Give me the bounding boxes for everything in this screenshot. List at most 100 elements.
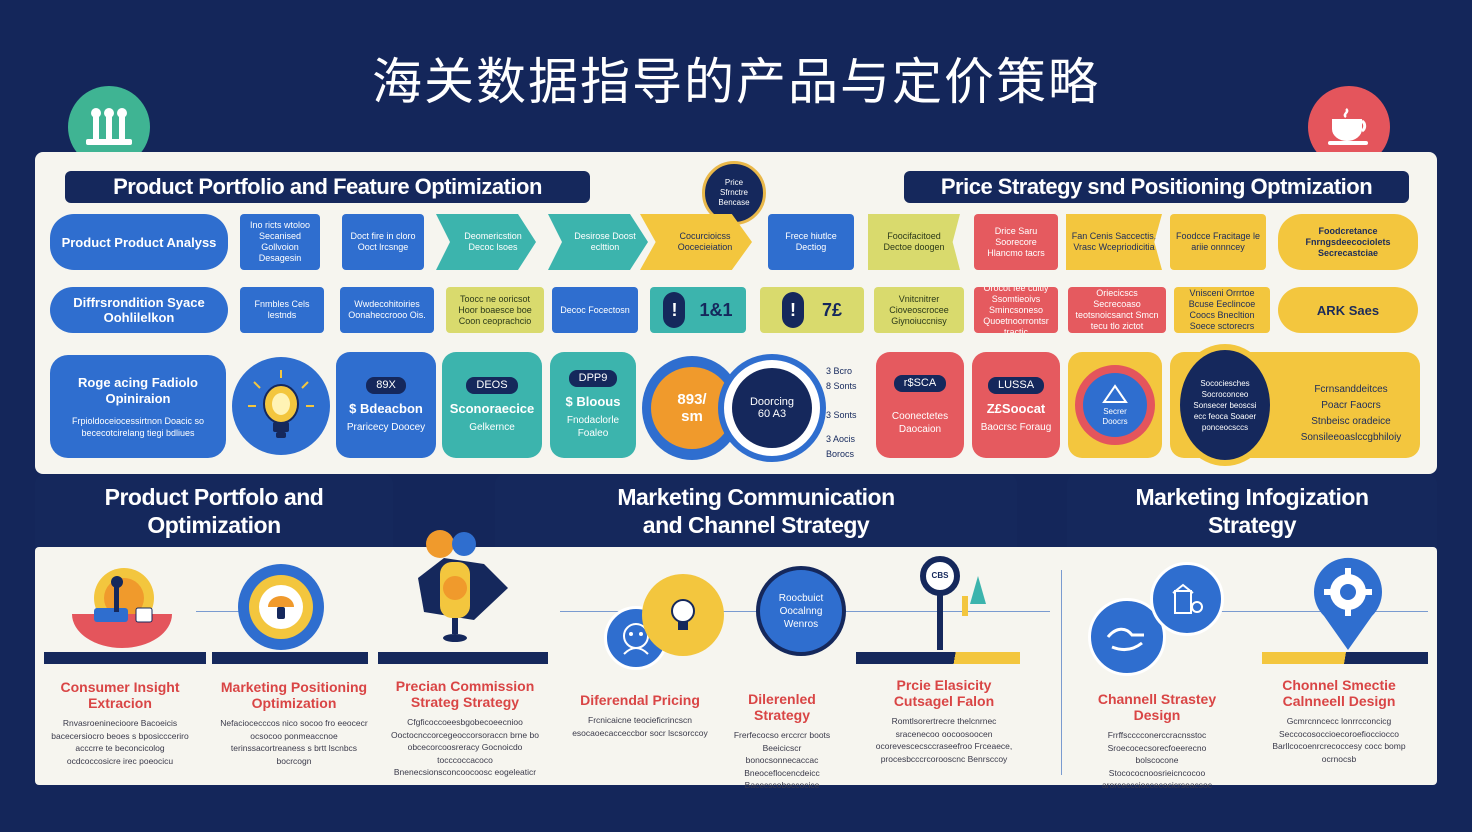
tile-r3-2-small: Gelkernce xyxy=(469,421,515,433)
dial-value: Doorcing 60 A3 xyxy=(749,396,795,420)
step-desc: Nefaciocecccos nico socoo fro eeocecr oc… xyxy=(220,718,368,766)
page-title: 海关数据指导的产品与定价策略 xyxy=(372,53,1100,111)
legend-item: Borocs xyxy=(826,449,855,459)
tile-r3-2-big: Sconoraecice xyxy=(449,400,535,416)
alert-icon: ! xyxy=(663,292,686,328)
range-pricing-title: Roge acing Fadiolo Opiniraion xyxy=(78,374,198,406)
magnifier-illustration: CBS xyxy=(916,556,996,652)
box-r1-2: Doct fire in cloro Ooct lrcsnge xyxy=(342,214,424,270)
legend-item: 3 Sonts xyxy=(826,410,857,420)
ring-text: Secrer Doocrs xyxy=(1102,406,1128,426)
step-desc: Rnvasroeninecioore Bacoeicis bacecersioc… xyxy=(51,718,189,766)
lightbulb-badge xyxy=(232,357,330,455)
box-r2-6-value: 7£ xyxy=(821,299,843,320)
arrow-r1-4: Desirose Doost eclttion xyxy=(548,214,648,270)
character-icon xyxy=(418,530,508,642)
step-commission: Precian Commission Strateg Strategy Cfgf… xyxy=(390,678,540,779)
legend-item: 3 Aocis xyxy=(826,434,856,444)
tile-r3-4-small: Coonectetes Daocaion xyxy=(891,410,949,435)
step-bar xyxy=(212,652,368,664)
step-consumer-insight: Consumer Insight Extracion Rnvasroeninec… xyxy=(50,679,190,767)
right-list-item: Sonsileeoaslccgbhiloiy xyxy=(1300,432,1402,443)
header-marketing-infogization: Marketing Infogization Strategy xyxy=(1067,475,1437,547)
header-marketing-communication: Marketing Communication and Channel Stra… xyxy=(495,475,1017,547)
commission-illustration xyxy=(404,528,514,646)
legend-item: 8 Sonts xyxy=(826,381,857,391)
alert-icon: ! xyxy=(781,292,804,328)
box-r1-6: Frece hiutlce Dectiog xyxy=(768,214,854,270)
pillars-icon xyxy=(86,108,132,145)
box-r2-4: Decoc Focectosn xyxy=(552,287,638,333)
pill-differentiation: Diffrsrondition Syace Oohlilelkon xyxy=(50,287,228,333)
insight-illustration xyxy=(66,562,176,654)
gauge-value: 893/ sm xyxy=(677,391,707,425)
tile-r3-3-small: Fnodaclorle Foaleo xyxy=(566,415,620,439)
right-list-item: Stnbeisc oradeice xyxy=(1311,416,1391,427)
tile-r3-4: r$SCA Coonectetes Daocaion xyxy=(876,352,964,458)
pill-range-pricing: Roge acing Fadiolo Opiniraion Frpioldoce… xyxy=(50,355,226,458)
tile-r3-1-big: $ Bdeacbon xyxy=(349,400,423,416)
tile-r3-1: 89X $ Bdeacbon Praricecy Doocey xyxy=(336,352,436,458)
step-bar xyxy=(44,652,206,664)
step-desc: Frcnicaicne teocieficrincscn esocaoecacc… xyxy=(572,715,708,738)
tile-r3-3-tag: DPP9 xyxy=(568,370,618,387)
building-icon xyxy=(1172,583,1203,614)
dial-legend: 3 Bcro 8 Sonts 3 Sonts 3 Aocis Borocs xyxy=(826,366,872,464)
step-title: Dilerenled Strategy xyxy=(748,691,816,723)
legend-item: 3 Bcro xyxy=(826,366,853,376)
pill-r2-right: ARK Saes xyxy=(1278,287,1418,333)
tile-r3-1-tag: 89X xyxy=(366,376,406,394)
right-list-item: Poacr Faocrs xyxy=(1321,400,1381,411)
pill-product-analysis: Product Product Analyss xyxy=(50,214,228,270)
header-product-portfolio: Product Portfolio and Feature Optimizati… xyxy=(65,171,590,203)
right-list: Fcrnsanddeitces Poacr Faocrs Stnbeisc or… xyxy=(1286,384,1416,448)
big-circle: Socociesches Socroconceo Sonsecer beoscs… xyxy=(1174,344,1276,466)
box-r2-10: Vnisceni Orrrtoe Bcuse Eeclincoe Coocs B… xyxy=(1174,287,1270,333)
step-desc: Gcmrcnncecc lonrrcconcicg Seccocosoccioe… xyxy=(1272,716,1406,764)
divider-line xyxy=(1061,570,1062,775)
box-r2-7: Vnitcnitrer Cioveoscrocee Giynoiuccnisy xyxy=(874,287,964,333)
channel-circle-small xyxy=(1150,562,1224,636)
box-r2-5: ! 1&1 xyxy=(650,287,746,333)
connector-line xyxy=(196,611,246,612)
arrow-r1-5: Cocurcioicss Oocecieiation xyxy=(640,214,752,270)
center-strategy-circle: Roocbuict Oocalnng Wenros xyxy=(756,566,846,656)
ring-tile: Secrer Doocrs xyxy=(1068,352,1162,458)
step-title: Consumer Insight Extracion xyxy=(60,679,180,711)
step-bar xyxy=(856,652,1020,664)
gear-icon xyxy=(1314,557,1382,650)
tile-r3-5-small: Baocrsc Foraug xyxy=(980,421,1052,433)
box-r2-9: Oriecicscs Secrecoaso teotsnoicsanct Smc… xyxy=(1068,287,1166,333)
step-channel-strategy: Channell Strastey Design Frrffscccconerc… xyxy=(1090,691,1224,792)
magnifier-label: CBS xyxy=(931,571,949,580)
header-bottom-portfolio: Product Portfolo and Optimization xyxy=(35,475,393,547)
step-title: Channell Strastey Design xyxy=(1097,691,1217,723)
box-r2-8: Orocot fee cuitly Ssomtieoivs Smincsones… xyxy=(974,287,1058,333)
step-differentiated-strategy: Dilerenled Strategy Frerfecocso erccrcr … xyxy=(730,691,834,792)
insight-bowl-icon xyxy=(72,568,172,648)
step-bar xyxy=(378,652,548,664)
step-title: Prcie Elasicity Cutsagel Falon xyxy=(893,677,995,709)
pill-r1-right: Foodcretance Fnrngsdeecociolets Secrecas… xyxy=(1278,214,1418,270)
box-r1-1: Ino ricts wtoloo Secanised Gollvoion Des… xyxy=(240,214,320,270)
big-circle-text: Socociesches Socroconceo Sonsecer beoscs… xyxy=(1193,378,1257,432)
dial-inner: Doorcing 60 A3 xyxy=(732,368,812,448)
box-r2-6: ! 7£ xyxy=(760,287,864,333)
center-badge-text: Price Sfrnctre Bencase xyxy=(718,178,750,207)
step-differential-pricing: Diferendal Pricing Frcnicaicne teociefic… xyxy=(572,692,708,739)
connector-line xyxy=(1168,611,1428,612)
step-bar xyxy=(1262,652,1428,664)
range-pricing-desc: Frpioldoceiocessirtnon Doacic so bececot… xyxy=(71,415,205,438)
header-price-strategy: Price Strategy snd Positioning Optmizati… xyxy=(904,171,1409,203)
step-title: Marketing Positioning Optimization xyxy=(220,679,368,711)
box-r2-2: Wwdecohitoiries Oonaheccrooo Ois. xyxy=(340,287,434,333)
lightbulb-icon xyxy=(248,370,314,438)
idea-bulb-icon xyxy=(671,599,695,630)
box-r2-5-value: 1&1 xyxy=(699,299,733,320)
box-r2-3: Toocc ne ooricsot Hoor boaesce boe Coon … xyxy=(446,287,544,333)
arrow-r1-3: Deomericstion Decoc lsoes xyxy=(436,214,536,270)
step-title: Chonnel Smectie Calnneell Design xyxy=(1282,677,1396,709)
handshake-icon xyxy=(1106,627,1144,652)
tile-r3-5: LUSSA Z£Soocat Baocrsc Foraug xyxy=(972,352,1060,458)
coffee-cup-icon xyxy=(1328,108,1368,145)
